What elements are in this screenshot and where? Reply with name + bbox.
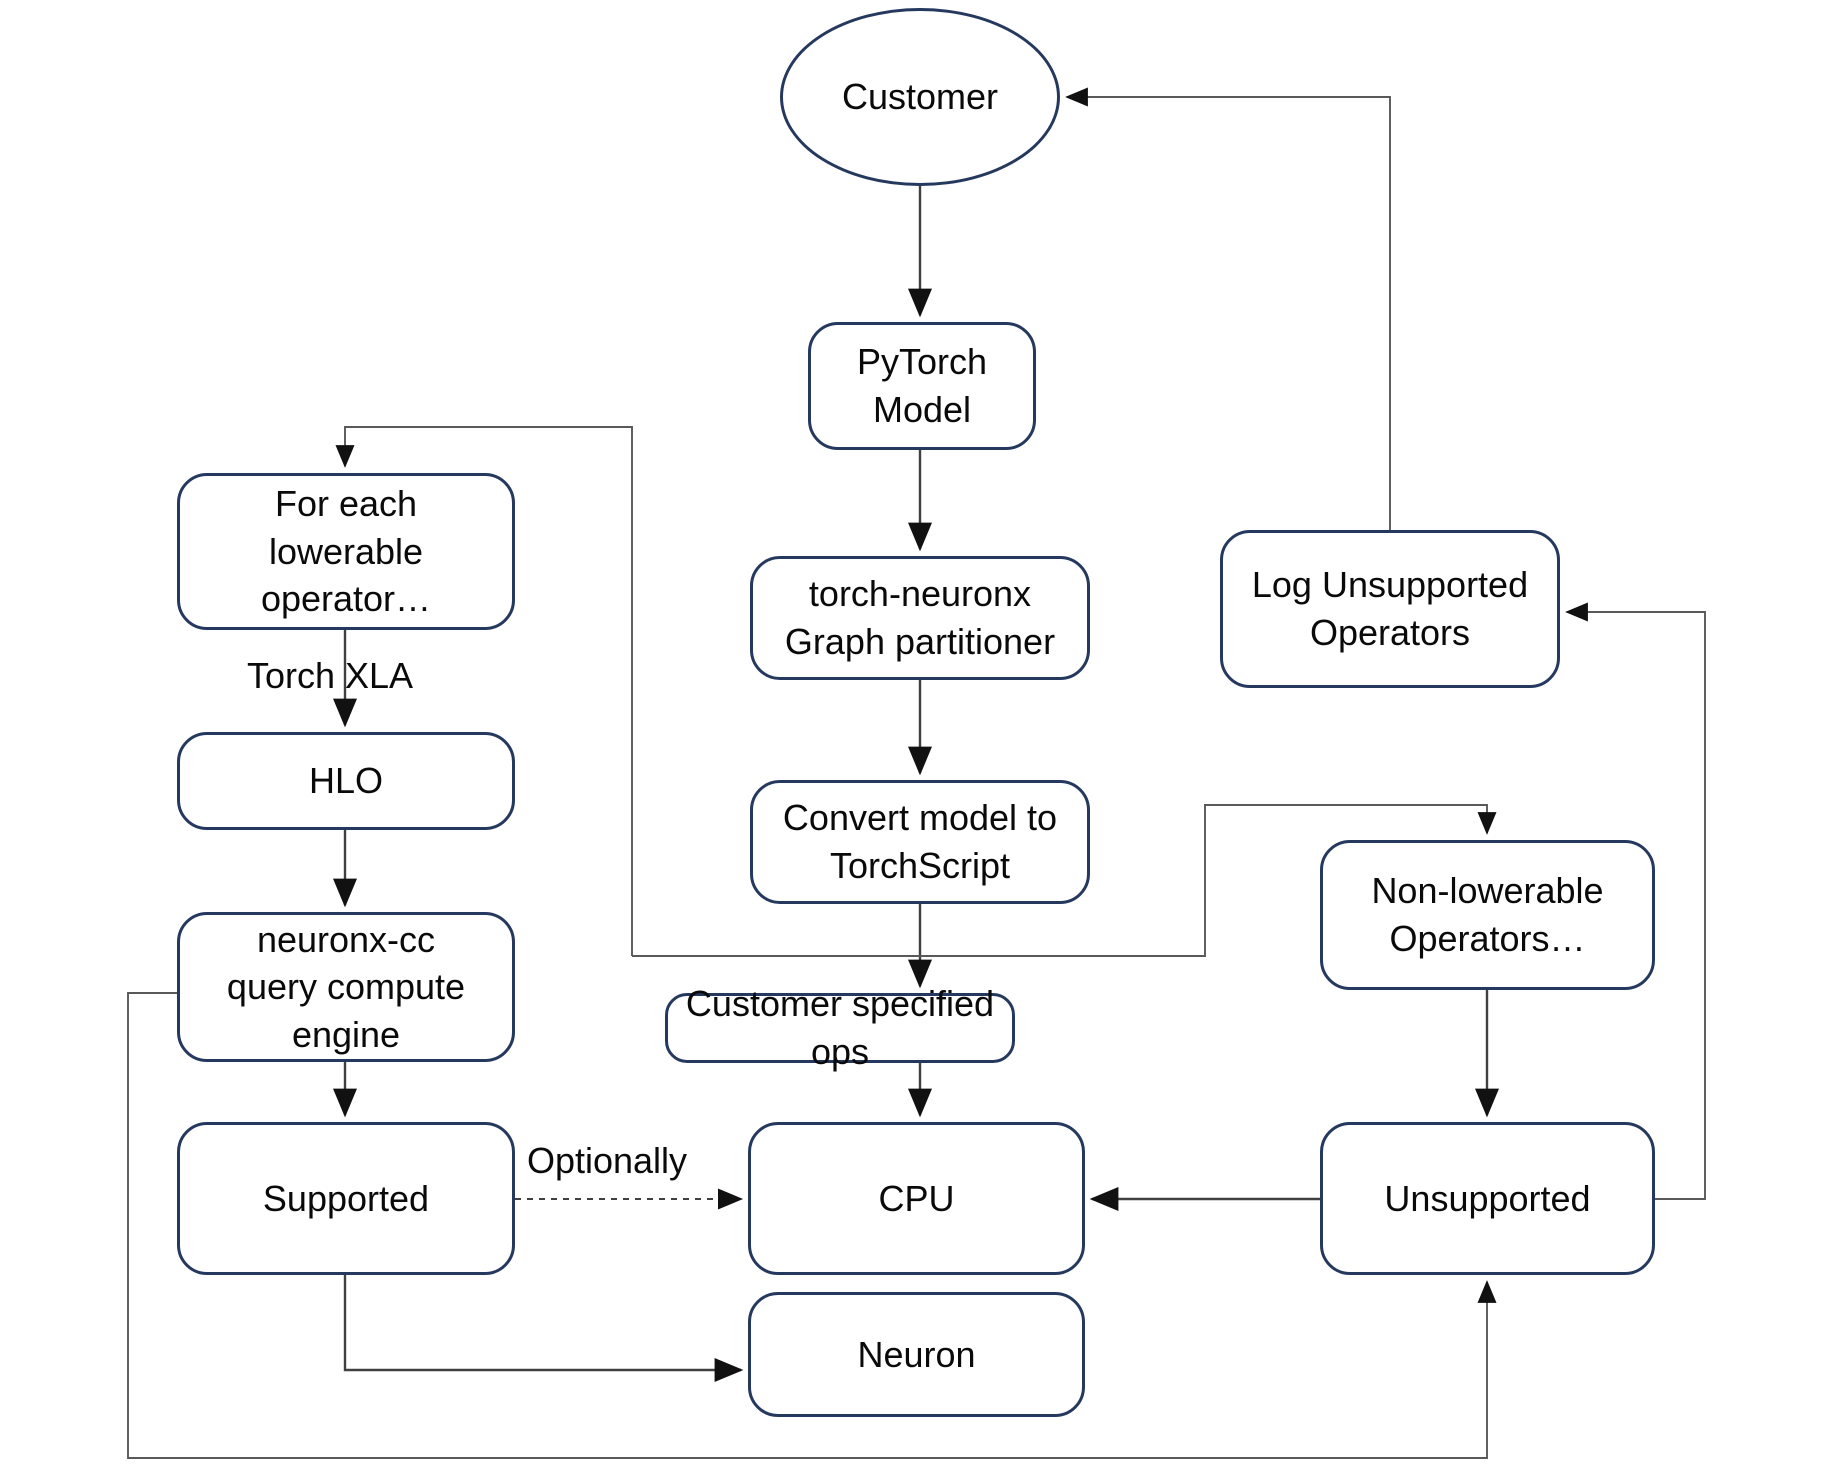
node-for-each-lowerable-operator: For each lowerable operator… — [177, 473, 515, 630]
node-unsupported: Unsupported — [1320, 1122, 1655, 1275]
node-hlo: HLO — [177, 732, 515, 830]
node-pytorch-model: PyTorch Model — [808, 322, 1036, 450]
node-log-unsupported-operators: Log Unsupported Operators — [1220, 530, 1560, 688]
edge-log-unsupported-to-customer — [1065, 87, 1391, 530]
node-non-lowerable-operators: Non-lowerable Operators… — [1320, 840, 1655, 990]
edge-label-optionally: Optionally — [526, 1140, 688, 1181]
node-graph-partitioner: torch-neuronx Graph partitioner — [750, 556, 1090, 680]
node-customer-specified-ops: Customer specified ops — [665, 983, 1015, 1072]
node-customer: Customer — [780, 8, 1060, 186]
node-neuron: Neuron — [748, 1292, 1085, 1417]
node-supported: Supported — [177, 1122, 515, 1275]
node-cpu: CPU — [748, 1122, 1085, 1275]
edge-supported-to-neuron — [343, 1275, 744, 1382]
node-neuronx-cc-query-compute-engine: neuronx-cc query compute engine — [177, 912, 515, 1062]
node-convert-torchscript: Convert model to TorchScript — [750, 780, 1090, 904]
edge-label-torch-xla: Torch XLA — [246, 655, 414, 696]
